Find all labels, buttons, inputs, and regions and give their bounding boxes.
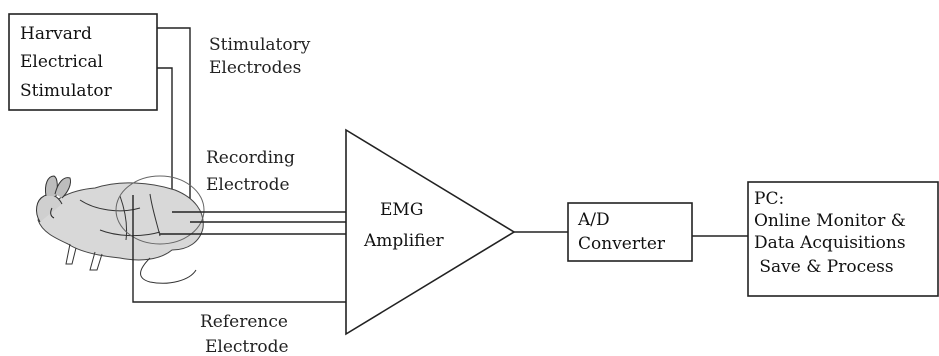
stimulatory-label-line-2: Electrodes xyxy=(209,58,301,78)
stimulator-box xyxy=(8,13,158,111)
recording-electrode-label: Recording Electrode xyxy=(206,148,295,195)
stimulator-line-1: Harvard xyxy=(20,24,92,44)
pc-line-1: PC: xyxy=(754,189,784,209)
stimulatory-label-line-1: Stimulatory xyxy=(209,35,311,55)
amplifier-triangle xyxy=(345,128,516,336)
stimulator-line-3: Stimulator xyxy=(20,81,113,101)
converter-box xyxy=(567,202,693,262)
stimulatory-wires xyxy=(157,27,191,225)
reference-electrode-label: Reference Electrode xyxy=(200,312,289,356)
stimulatory-electrodes-label: Stimulatory Electrodes xyxy=(209,35,311,78)
converter-line-1: A/D xyxy=(577,210,610,230)
recording-label-line-2: Electrode xyxy=(206,175,290,195)
stimulator-block: Harvard Electrical Stimulator xyxy=(8,13,158,111)
reference-label-line-2: Electrode xyxy=(205,337,289,356)
pc-line-4: Save & Process xyxy=(754,257,894,277)
amplifier-line-2: Amplifier xyxy=(363,231,445,251)
reference-wire xyxy=(132,195,346,303)
stimulator-line-2: Electrical xyxy=(20,52,103,72)
pc-block: PC: Online Monitor & Data Acquisitions S… xyxy=(747,181,939,297)
emg-amplifier-block: EMG Amplifier xyxy=(345,128,516,336)
pc-line-2: Online Monitor & xyxy=(754,211,906,231)
recording-wires xyxy=(160,211,346,235)
converter-line-2: Converter xyxy=(578,234,666,254)
rabbit-illustration xyxy=(36,175,205,284)
converter-block: A/D Converter xyxy=(567,202,693,262)
pc-box xyxy=(747,181,939,297)
recording-label-line-1: Recording xyxy=(206,148,295,168)
pc-line-3: Data Acquisitions xyxy=(754,233,906,253)
amplifier-line-1: EMG xyxy=(380,200,423,220)
reference-label-line-1: Reference xyxy=(200,312,288,332)
